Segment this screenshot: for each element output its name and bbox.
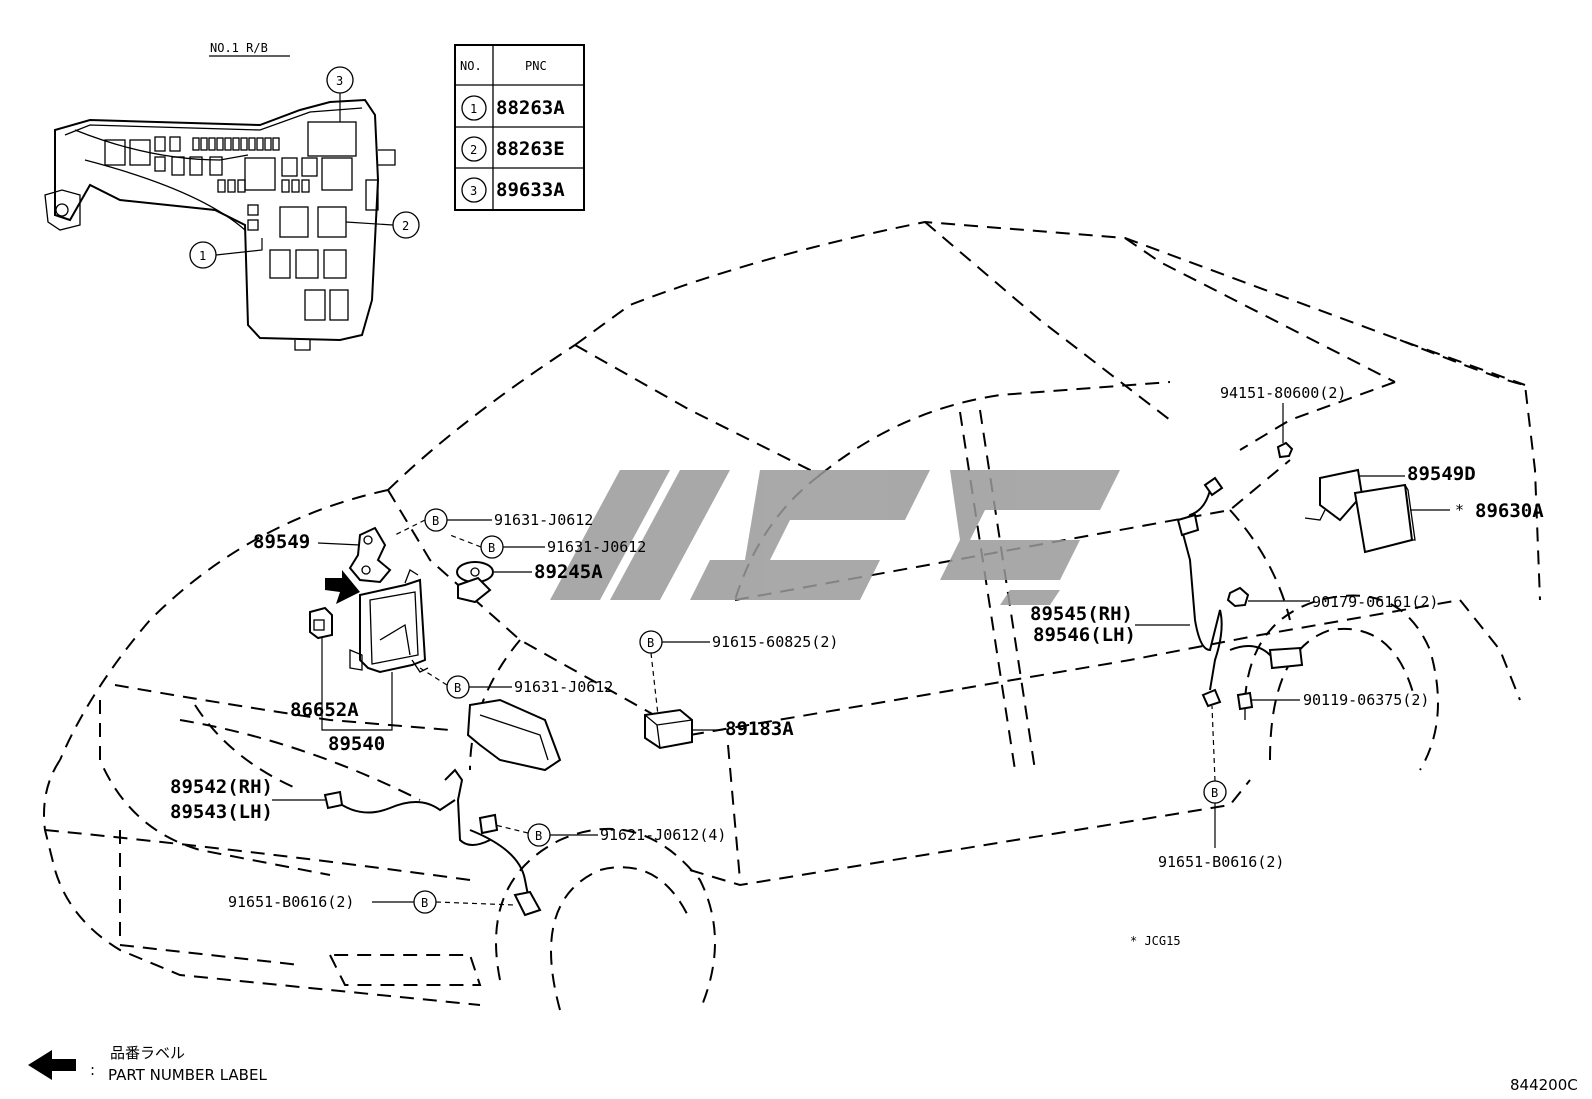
legend-english: PART NUMBER LABEL — [108, 1066, 267, 1084]
label-91631-c: 91631-J0612 — [514, 678, 613, 696]
bolt-marker-b: B — [446, 675, 470, 699]
sensor-89245A — [456, 561, 494, 604]
svg-text:B: B — [647, 636, 654, 650]
star-mark: * — [1455, 501, 1464, 519]
pnc-row-code: 88263E — [496, 138, 565, 160]
label-89542: 89542(RH) — [170, 776, 273, 798]
bolt-marker-b: B — [639, 630, 663, 654]
part-number-label-legend-arrow — [28, 1050, 76, 1080]
label-91621: 91621-J0612(4) — [600, 826, 726, 844]
pnc-row-code: 88263A — [496, 97, 565, 119]
fuse-box-illustration — [44, 98, 396, 351]
label-91631-b: 91631-J0612 — [547, 538, 646, 556]
label-86652A: 86652A — [290, 699, 359, 721]
label-89549: 89549 — [253, 531, 310, 553]
label-89545: 89545(RH) — [1030, 603, 1133, 625]
svg-text:B: B — [421, 896, 428, 910]
applicability-note: * JCG15 — [1130, 934, 1181, 948]
bolt-marker-b: B — [1203, 780, 1227, 804]
connector-86652A — [309, 606, 333, 640]
pnc-row-no: 3 — [470, 184, 477, 198]
bolt-marker-b: B — [527, 823, 551, 847]
label-89183A: 89183A — [725, 718, 794, 740]
nut-90179 — [1226, 586, 1250, 608]
svg-text:3: 3 — [336, 74, 343, 88]
rear-sensor-harness-89545 — [1176, 476, 1304, 708]
label-89540: 89540 — [328, 733, 385, 755]
callout-3: 3 — [326, 66, 354, 122]
pnc-header-no: NO. — [460, 59, 482, 73]
label-89546: 89546(LH) — [1033, 624, 1136, 646]
module-89630A — [1353, 483, 1416, 554]
pnc-row-no: 1 — [470, 102, 477, 116]
label-91615: 91615-60825(2) — [712, 633, 838, 651]
label-89549D: 89549D — [1407, 463, 1476, 485]
label-91631-a: 91631-J0612 — [494, 511, 593, 529]
callout-1: 1 — [189, 238, 263, 269]
airbag-ecu-89540 — [349, 569, 429, 674]
watermark-logo — [550, 470, 1120, 605]
pnc-row-no: 2 — [470, 143, 477, 157]
svg-text:1: 1 — [199, 249, 206, 263]
module-89183A — [644, 708, 693, 750]
label-90119: 90119-06375(2) — [1303, 691, 1429, 709]
bolt-90119 — [1236, 691, 1254, 720]
nut-94151 — [1276, 441, 1294, 459]
pnc-table: NO. PNC 1 88263A 2 88263E 3 89633A — [454, 44, 585, 211]
svg-text:B: B — [454, 681, 461, 695]
bolt-marker-b: B — [424, 508, 448, 532]
fuse-box-title: NO.1 R/B — [210, 41, 268, 55]
legend-colon: : — [90, 1061, 95, 1079]
label-91651-rear: 91651-B0616(2) — [1158, 853, 1284, 871]
svg-text:2: 2 — [402, 219, 409, 233]
bolt-marker-b: B — [413, 890, 437, 914]
svg-text:B: B — [535, 829, 542, 843]
label-94151: 94151-80600(2) — [1220, 384, 1346, 402]
pnc-header-pnc: PNC — [525, 59, 547, 73]
callout-2: 2 — [345, 211, 420, 239]
label-90179: 90179-06161(2) — [1312, 593, 1438, 611]
figure-code: 844200C — [1510, 1076, 1578, 1094]
bracket-89549D — [1304, 468, 1364, 522]
pnc-row-code: 89633A — [496, 179, 565, 201]
sensor-bracket-89549 — [348, 526, 392, 584]
svg-text:B: B — [1211, 786, 1218, 800]
part-number-label-arrow — [325, 570, 360, 604]
front-wheel-speed-sensor-harness — [323, 768, 542, 917]
label-91651-front: 91651-B0616(2) — [228, 893, 354, 911]
label-89630A: 89630A — [1475, 500, 1544, 522]
car-outline — [43, 220, 1541, 1011]
label-89245A: 89245A — [534, 561, 603, 583]
legend-japanese: 品番ラベル — [110, 1044, 185, 1062]
bolt-marker-b: B — [480, 535, 504, 559]
fender-liner-bracket — [466, 698, 562, 772]
label-89543: 89543(LH) — [170, 801, 273, 823]
svg-text:B: B — [488, 541, 495, 555]
svg-text:B: B — [432, 514, 439, 528]
